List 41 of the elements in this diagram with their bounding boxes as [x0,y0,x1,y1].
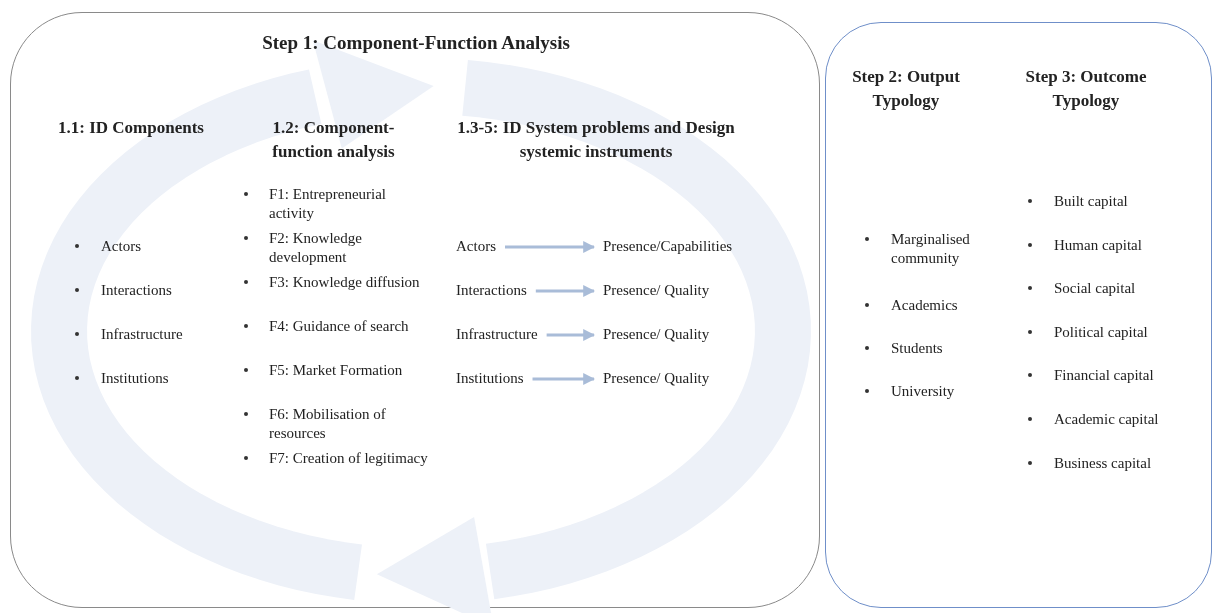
list-item: F4: Guidance of search [269,317,410,336]
column-heading: 1.2: Component-function analysis [271,117,396,163]
list-item: Infrastructure [101,325,183,344]
row-text: Interactions [456,281,527,299]
row-text: Infrastructure [456,325,538,343]
list-item: University [891,382,956,401]
list-item: Financial capital [1054,366,1154,386]
arrow [535,285,596,297]
arrow [546,329,596,341]
row-text: Presence/ Quality [603,281,710,299]
list-item: Academic capital [1054,410,1159,429]
row-text: Presence/Capabilities [603,237,733,255]
arrow [505,241,596,253]
list-item: Actors [101,237,141,256]
row-text: Presence/ Quality [603,369,710,387]
list-item: Academics [891,296,959,315]
list-item: F1: Entrepreneurial activity [269,185,388,223]
list-item: F5: Market Formation [269,361,404,380]
column-heading: Step 3: Outcome Typology [1024,66,1148,112]
list-item: Students [891,339,944,358]
row-text: Institutions [456,369,524,387]
column-heading: 1.3-5: ID System problems and Design systemic instruments [456,117,736,163]
panel-title: Step 1: Component-Function Analysis [261,31,571,55]
list-item: Political capital [1054,322,1148,342]
list-item: Business capital [1054,453,1152,473]
row-text: Actors [456,237,496,255]
column-heading: Step 2: Output Typology [851,66,961,112]
column-heading: 1.1: ID Components [57,117,205,139]
list-item: Social capital [1054,279,1136,299]
row-text: Presence/ Quality [603,325,710,343]
list-item: Institutions [101,369,169,388]
list-item: F3: Knowledge diffusion [269,273,421,292]
step-panel [825,22,1212,608]
list-item: Interactions [101,281,172,300]
list-item: Built capital [1054,192,1128,211]
list-item: F2: Knowledge development [269,229,363,267]
list-item: F6: Mobilisation of resources [269,405,387,443]
list-item: F7: Creation of legitimacy [269,449,429,468]
list-item: Human capital [1054,235,1142,255]
arrow [532,373,596,385]
list-item: Marginalised community [891,230,971,268]
